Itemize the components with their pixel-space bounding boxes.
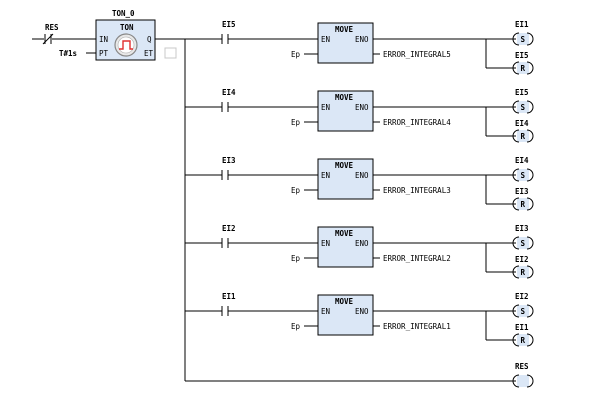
move-type-label: MOVE xyxy=(335,93,354,102)
ton-q-pin: Q xyxy=(147,35,152,44)
move-input: Ep xyxy=(291,50,301,59)
set-symbol: S xyxy=(521,171,526,180)
no-contact[interactable] xyxy=(221,102,229,112)
move-rung-1: EI4 MOVE EN ENO Ep ERROR_INTEGRAL4 EI5 S… xyxy=(185,88,534,143)
reset-symbol: R xyxy=(521,64,526,73)
res-coil-rung: RES xyxy=(185,362,534,388)
move-type-label: MOVE xyxy=(335,161,354,170)
move-rung-2: EI3 MOVE EN ENO Ep ERROR_INTEGRAL3 EI4 S… xyxy=(185,156,534,211)
set-coil-label: EI5 xyxy=(515,88,529,97)
reset-coil-label: EI5 xyxy=(515,51,529,60)
set-coil-label: EI1 xyxy=(515,20,529,29)
move-rung-0: EI5 MOVE EN ENO Ep ERROR_INTEGRAL5 EI1 S… xyxy=(221,20,534,75)
set-coil-label: EI2 xyxy=(515,292,529,301)
res-nc-contact[interactable] xyxy=(42,33,54,45)
move-eno-pin: ENO xyxy=(355,239,369,248)
contact-label: EI4 xyxy=(222,88,236,97)
move-rung-4: EI1 MOVE EN ENO Ep ERROR_INTEGRAL1 EI2 S… xyxy=(185,292,534,347)
no-contact[interactable] xyxy=(221,34,229,44)
reset-coil[interactable]: R xyxy=(512,265,534,279)
move-output: ERROR_INTEGRAL4 xyxy=(383,118,451,127)
ton-pt-pin: PT xyxy=(99,49,109,58)
set-symbol: S xyxy=(521,239,526,248)
move-block[interactable] xyxy=(317,158,374,200)
set-symbol: S xyxy=(521,35,526,44)
no-contact[interactable] xyxy=(221,238,229,248)
output-coil[interactable] xyxy=(512,374,534,388)
reset-coil-label: EI4 xyxy=(515,119,529,128)
timer-rung: RES T#1s TON_0 TON IN PT Q ET xyxy=(32,9,222,61)
move-output: ERROR_INTEGRAL5 xyxy=(383,50,451,59)
set-coil-label: EI4 xyxy=(515,156,529,165)
move-eno-pin: ENO xyxy=(355,307,369,316)
set-coil[interactable]: S xyxy=(512,100,534,114)
move-input: Ep xyxy=(291,186,301,195)
reset-symbol: R xyxy=(521,132,526,141)
move-block[interactable] xyxy=(317,90,374,132)
no-contact[interactable] xyxy=(221,170,229,180)
timer-preset: T#1s xyxy=(59,49,77,58)
set-symbol: S xyxy=(521,307,526,316)
set-coil[interactable]: S xyxy=(512,168,534,182)
move-input: Ep xyxy=(291,322,301,331)
move-eno-pin: ENO xyxy=(355,35,369,44)
contact-label: EI3 xyxy=(222,156,236,165)
move-en-pin: EN xyxy=(321,171,330,180)
move-type-label: MOVE xyxy=(335,25,354,34)
move-input: Ep xyxy=(291,254,301,263)
ton-et-pin: ET xyxy=(144,49,154,58)
move-input: Ep xyxy=(291,118,301,127)
set-coil[interactable]: S xyxy=(512,236,534,250)
et-output-box xyxy=(164,47,177,59)
move-en-pin: EN xyxy=(321,103,330,112)
set-coil[interactable]: S xyxy=(512,304,534,318)
set-symbol: S xyxy=(521,103,526,112)
move-en-pin: EN xyxy=(321,307,330,316)
move-output: ERROR_INTEGRAL1 xyxy=(383,322,451,331)
reset-coil-label: EI2 xyxy=(515,255,529,264)
ton-in-pin: IN xyxy=(99,35,108,44)
move-output: ERROR_INTEGRAL2 xyxy=(383,254,451,263)
no-contact[interactable] xyxy=(221,306,229,316)
move-type-label: MOVE xyxy=(335,229,354,238)
ton-type-label: TON xyxy=(120,23,134,32)
timer-instance-name: TON_0 xyxy=(112,9,135,18)
move-block[interactable] xyxy=(317,294,374,336)
move-eno-pin: ENO xyxy=(355,103,369,112)
set-coil[interactable]: S xyxy=(512,32,534,46)
reset-coil[interactable]: R xyxy=(512,129,534,143)
reset-symbol: R xyxy=(521,200,526,209)
move-en-pin: EN xyxy=(321,35,330,44)
move-block[interactable] xyxy=(317,22,374,64)
res-contact-label: RES xyxy=(45,23,59,32)
move-en-pin: EN xyxy=(321,239,330,248)
move-type-label: MOVE xyxy=(335,297,354,306)
move-rung-3: EI2 MOVE EN ENO Ep ERROR_INTEGRAL2 EI3 S… xyxy=(185,224,534,279)
clock-icon xyxy=(114,33,138,57)
set-coil-label: EI3 xyxy=(515,224,529,233)
reset-coil-label: EI3 xyxy=(515,187,529,196)
final-coil-label: RES xyxy=(515,362,529,371)
contact-label: EI2 xyxy=(222,224,236,233)
contact-label: EI5 xyxy=(222,20,236,29)
contact-label: EI1 xyxy=(222,292,236,301)
move-eno-pin: ENO xyxy=(355,171,369,180)
reset-symbol: R xyxy=(521,268,526,277)
reset-coil[interactable]: R xyxy=(512,61,534,75)
reset-coil[interactable]: R xyxy=(512,333,534,347)
reset-coil[interactable]: R xyxy=(512,197,534,211)
reset-symbol: R xyxy=(521,336,526,345)
reset-coil-label: EI1 xyxy=(515,323,529,332)
move-block[interactable] xyxy=(317,226,374,268)
move-output: ERROR_INTEGRAL3 xyxy=(383,186,451,195)
